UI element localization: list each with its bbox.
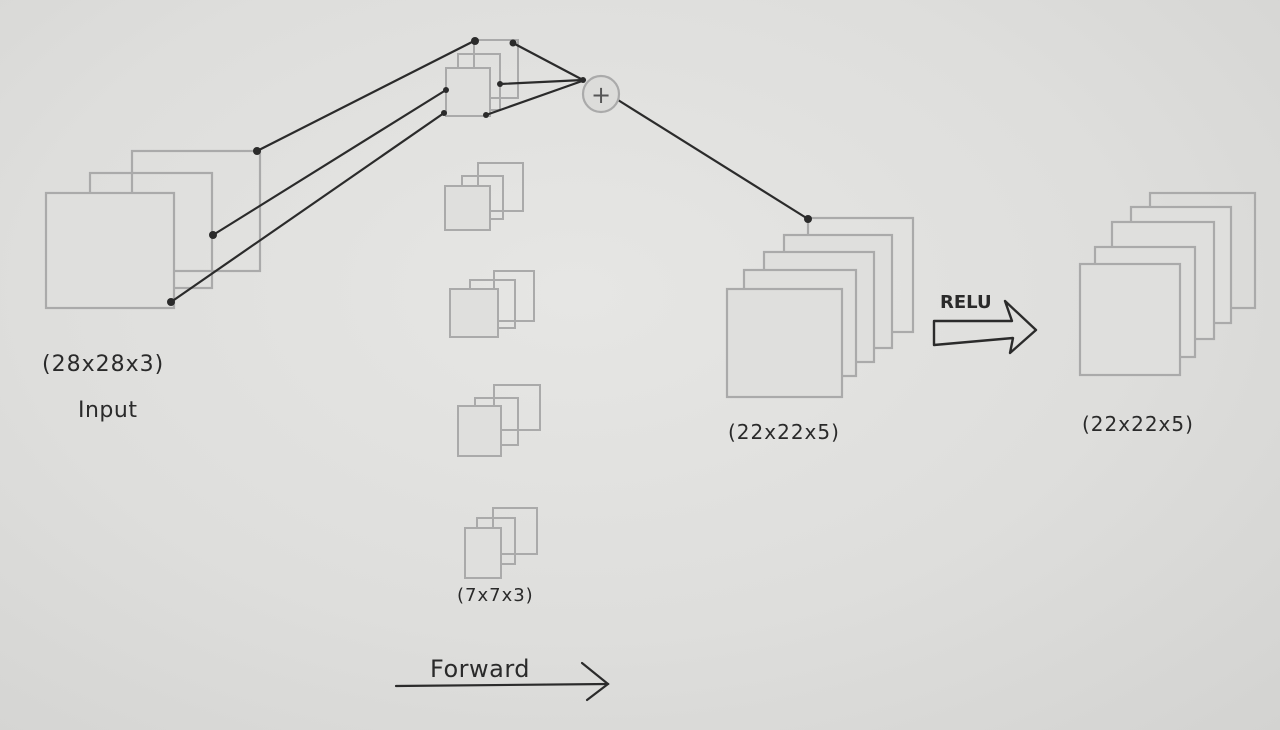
kernel-5-channel-1	[464, 527, 502, 579]
connection-kernel1-to-sum	[484, 78, 587, 117]
dot	[483, 112, 489, 118]
connection-sum-to-output	[616, 98, 810, 221]
kernel-1	[445, 39, 519, 117]
input-channel-1	[44, 191, 176, 310]
forward-label: Forward	[430, 655, 531, 683]
connection-kernel2-to-sum	[498, 78, 585, 86]
connections	[169, 39, 810, 304]
dot	[804, 215, 812, 223]
input-volume	[44, 149, 262, 310]
kernel-5	[464, 507, 538, 579]
kernel-1-channel-1	[445, 67, 491, 117]
dot	[497, 81, 503, 87]
dot	[580, 77, 586, 83]
kernel-3-channel-1	[449, 288, 499, 338]
kernel-4	[457, 384, 541, 457]
conv-output-volume	[725, 216, 915, 399]
relu-label: RELU	[940, 292, 992, 313]
connection-input2-to-kernel2	[211, 88, 448, 237]
dot	[471, 37, 479, 45]
dot	[443, 87, 449, 93]
dot	[441, 110, 447, 116]
relu-output-dims-label: (22x22x5)	[1082, 412, 1194, 436]
input-dims-label: (28x28x3)	[42, 352, 165, 377]
input-label: Input	[78, 398, 138, 423]
dot	[509, 39, 517, 47]
sum-node: +	[581, 74, 621, 114]
forward-arrow-icon	[394, 661, 610, 702]
kernel-3	[449, 270, 535, 338]
dot	[167, 298, 175, 306]
sum-circle	[581, 74, 621, 114]
relu-output-map-1	[1078, 262, 1182, 377]
kernel-2-channel-1	[444, 185, 491, 231]
connection-input3-to-kernel3	[255, 39, 476, 153]
dot	[253, 147, 261, 155]
conv-output-map-1	[725, 287, 844, 399]
connection-dots	[167, 37, 812, 306]
kernel-2	[444, 162, 524, 231]
kernel-dims-label: (7x7x3)	[457, 585, 534, 606]
connection-input1-to-kernel1	[169, 111, 446, 304]
relu-arrow-icon	[932, 299, 1038, 355]
dot	[209, 231, 217, 239]
connection-kernel3-to-sum	[511, 41, 585, 82]
conv-output-dims-label: (22x22x5)	[728, 420, 840, 444]
relu-output-volume	[1078, 191, 1257, 377]
kernel-4-channel-1	[457, 405, 502, 457]
sum-symbol: +	[591, 81, 611, 109]
